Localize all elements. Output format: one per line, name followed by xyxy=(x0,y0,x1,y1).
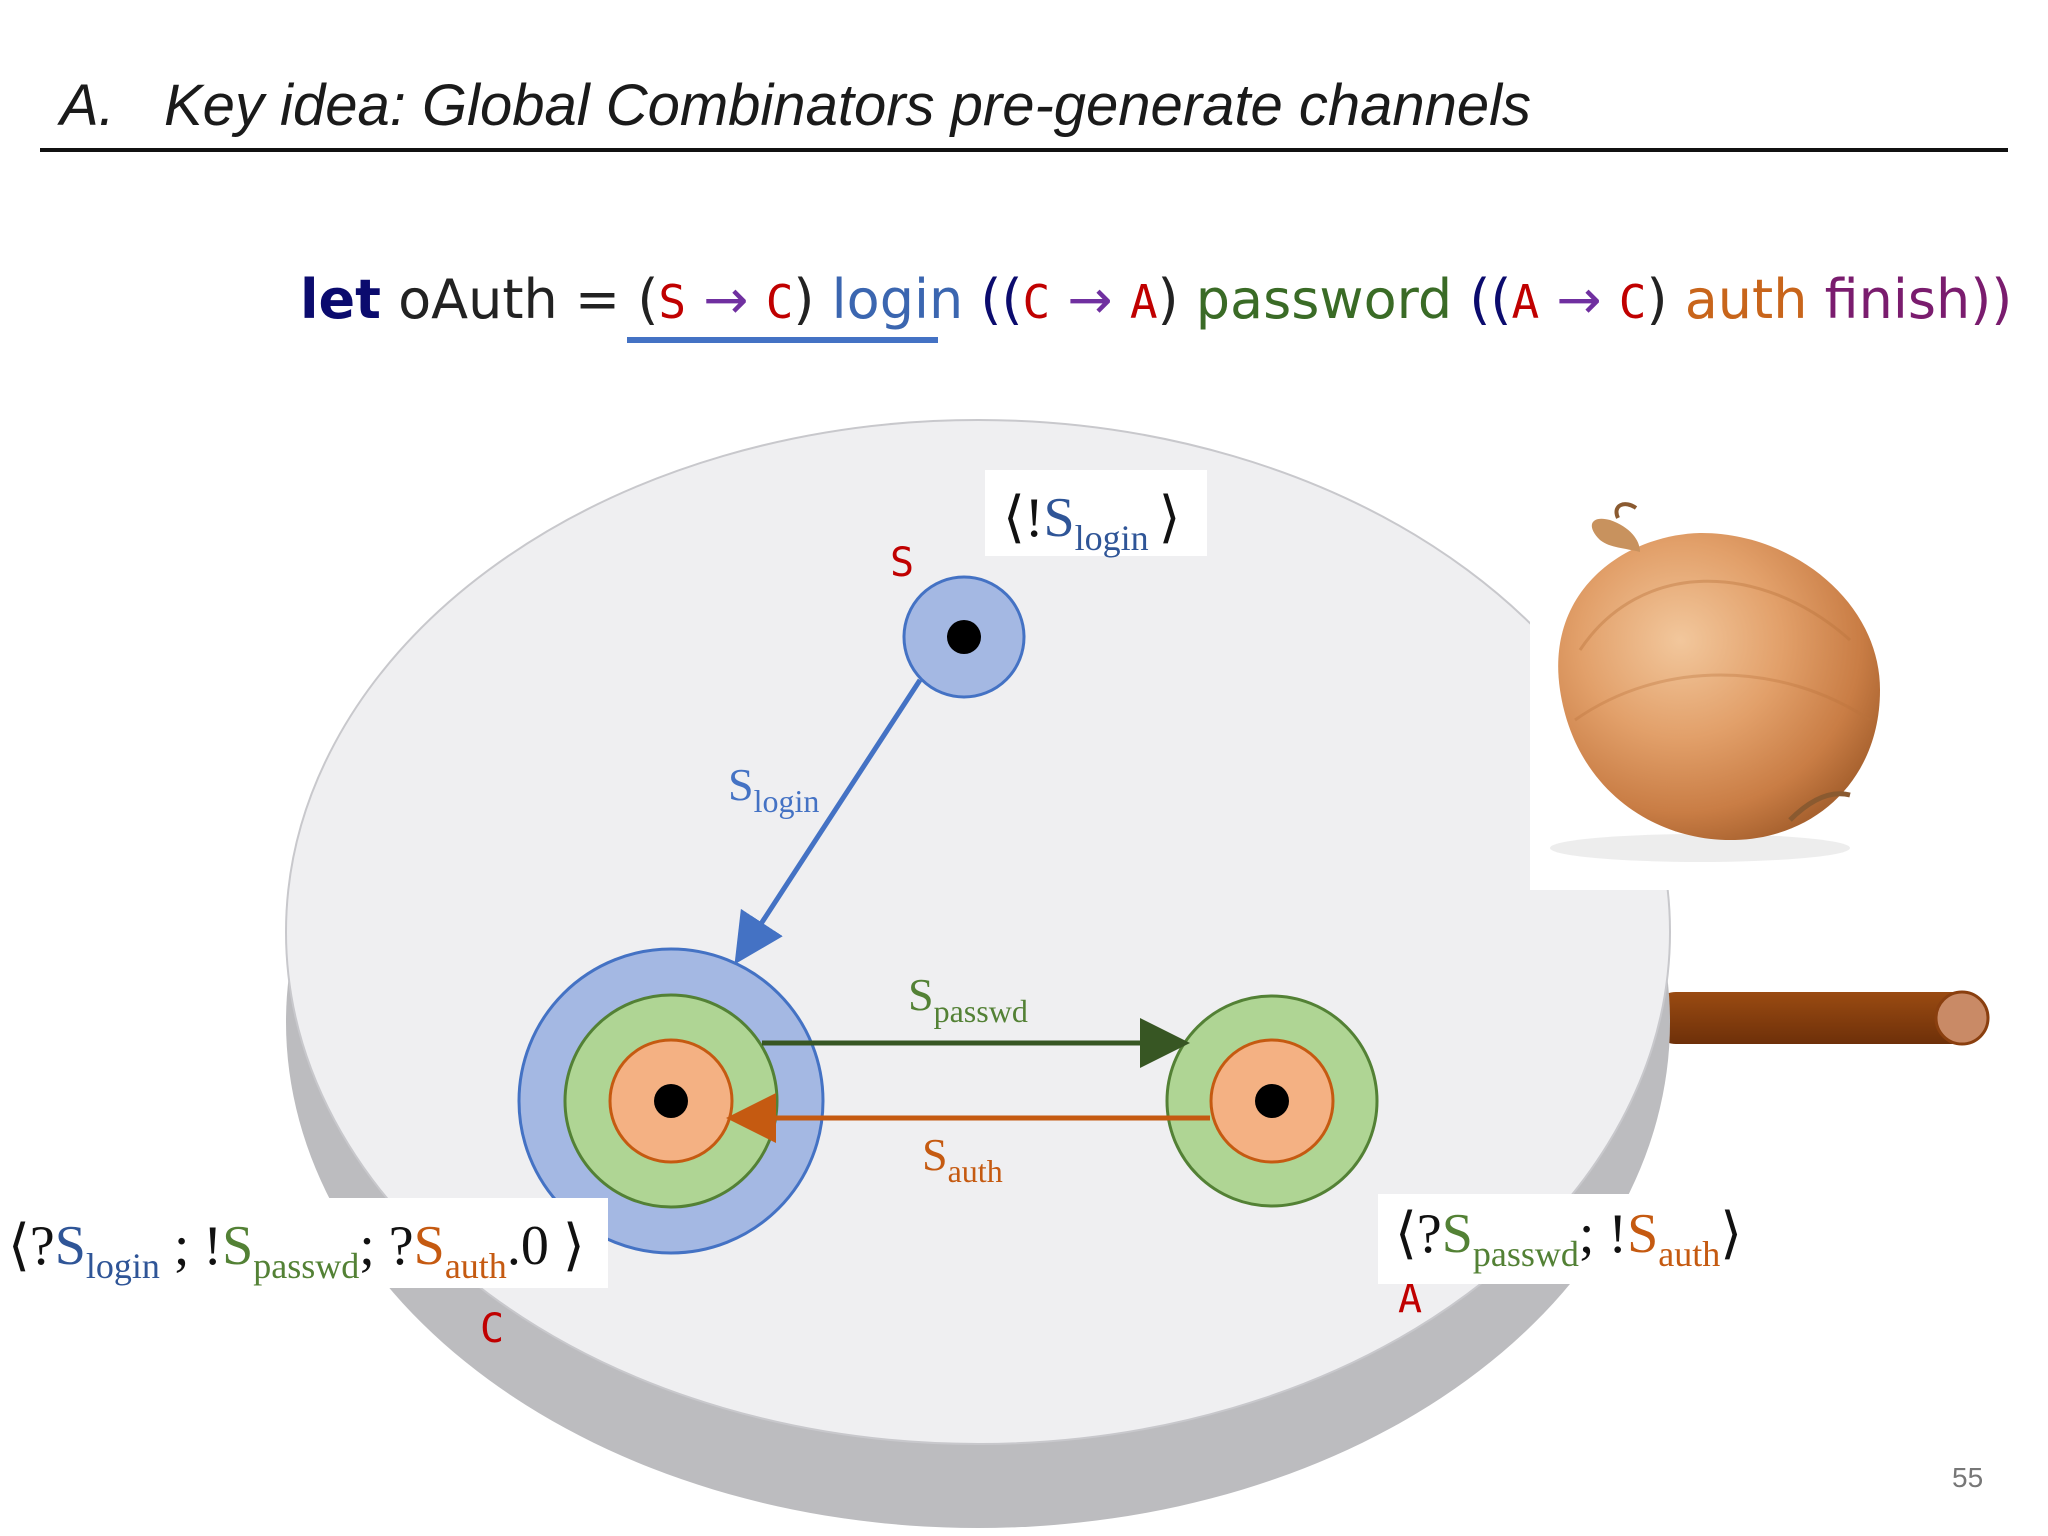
onion-image xyxy=(1530,502,1900,890)
title-text: Key idea: Global Combinators pre-generat… xyxy=(164,73,1532,138)
type-c: ⟨?Slogin ; !Spasswd; ?Sauth.0 ⟩ xyxy=(8,1215,585,1286)
title-rule xyxy=(40,148,2008,152)
type-a: ⟨?Spasswd; !Sauth⟩ xyxy=(1395,1203,1742,1274)
code-close3: ) xyxy=(1646,268,1668,331)
code-tail: )) xyxy=(1970,268,2013,331)
pan-handle xyxy=(1650,990,1990,1046)
code-role-c3: C xyxy=(1618,275,1647,329)
code-open2: (( xyxy=(980,268,1023,331)
code-close1: ) xyxy=(793,268,815,331)
role-label-a: A xyxy=(1398,1276,1422,1322)
code-finish: finish xyxy=(1824,268,1971,331)
code-arrow2: → xyxy=(1067,268,1113,331)
code-role-a2: A xyxy=(1129,275,1158,329)
role-label-s: S xyxy=(890,540,914,586)
node-a xyxy=(1165,994,1379,1208)
page-number: 55 xyxy=(1952,1462,1984,1493)
code-open3: (( xyxy=(1469,268,1512,331)
code-keyword-let: let xyxy=(300,268,381,331)
code-close2: ) xyxy=(1157,268,1179,331)
code-line: let oAuth = (S → C) login ((C → A) passw… xyxy=(300,268,2012,331)
type-box-a xyxy=(1378,1194,1750,1284)
slide-title: A. Key idea: Global Combinators pre-gener… xyxy=(60,72,1531,139)
title-number: A. xyxy=(60,73,115,138)
edge-label-login: Slogin xyxy=(728,759,819,819)
role-label-c: C xyxy=(480,1306,504,1352)
type-box-c xyxy=(0,1198,608,1288)
code-label-auth: auth xyxy=(1684,268,1808,331)
type-s: ⟨!Slogin⟩ xyxy=(1003,487,1181,558)
code-label-login: login xyxy=(831,268,964,331)
code-label-password: password xyxy=(1195,268,1453,331)
plate xyxy=(285,419,1671,1528)
edge-label-auth: Sauth xyxy=(922,1129,1003,1189)
code-arrow1: → xyxy=(703,268,749,331)
code-name: oAuth xyxy=(398,268,558,331)
code-arrow3: → xyxy=(1556,268,1602,331)
node-c xyxy=(517,947,825,1255)
code-role-c1: C xyxy=(765,275,794,329)
code-role-a3: A xyxy=(1511,275,1540,329)
node-s xyxy=(902,575,1026,699)
code-eq: = xyxy=(574,268,621,331)
edge-label-passwd: Spasswd xyxy=(908,969,1028,1029)
edge-login xyxy=(734,678,923,965)
code-underline xyxy=(627,337,938,343)
code-open1: ( xyxy=(637,268,659,331)
type-box-s xyxy=(985,470,1207,556)
code-role-s1: S xyxy=(658,275,687,329)
code-role-c2: C xyxy=(1022,275,1051,329)
